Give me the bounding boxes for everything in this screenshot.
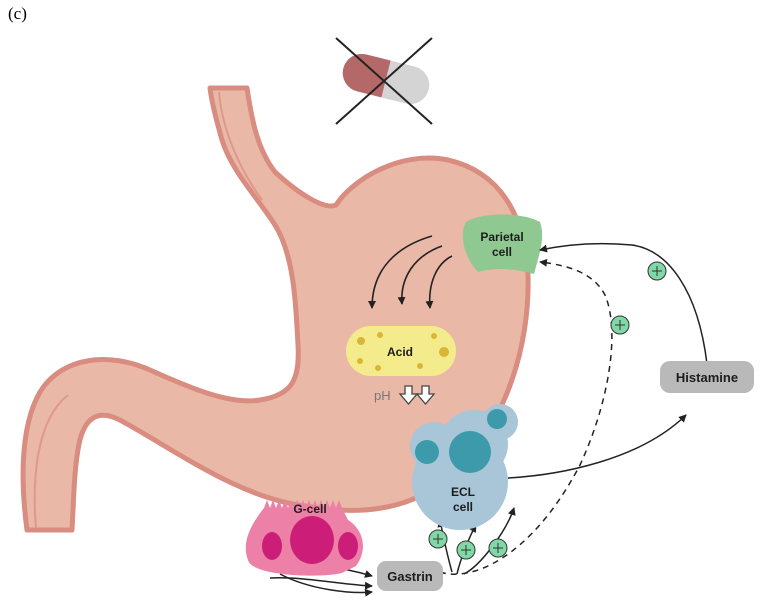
ecl-cell-label-2: cell [453,500,473,514]
histamine-box: Histamine [660,361,754,393]
secretion-arrows [368,235,453,309]
g-cell-label: G-cell [293,502,326,516]
histamine-label: Histamine [676,370,738,385]
plus-icon [488,538,508,558]
ecl-cell: ECL cell [410,404,518,530]
plus-icon [647,261,667,281]
plus-icon [610,315,630,335]
stomach-icon [20,85,531,533]
ph-down-arrow-icon [398,385,436,406]
signal-arrows [269,242,708,597]
gastrin-label: Gastrin [387,569,433,584]
acid-label: Acid [387,345,413,359]
ph-label: pH [374,388,391,403]
parietal-cell: Parietal cell [462,214,543,274]
ecl-cell-label: ECL [451,485,475,499]
acid-blob: Acid [346,326,456,376]
parietal-cell-label: Parietal [480,230,523,244]
plus-icon [456,540,476,560]
parietal-cell-label-2: cell [492,245,512,259]
plus-icon [428,529,448,549]
crossed-pill-icon [335,37,433,125]
panel-label: (c) [8,4,27,23]
gastrin-box: Gastrin [377,561,443,591]
g-cell: G-cell [245,500,363,576]
